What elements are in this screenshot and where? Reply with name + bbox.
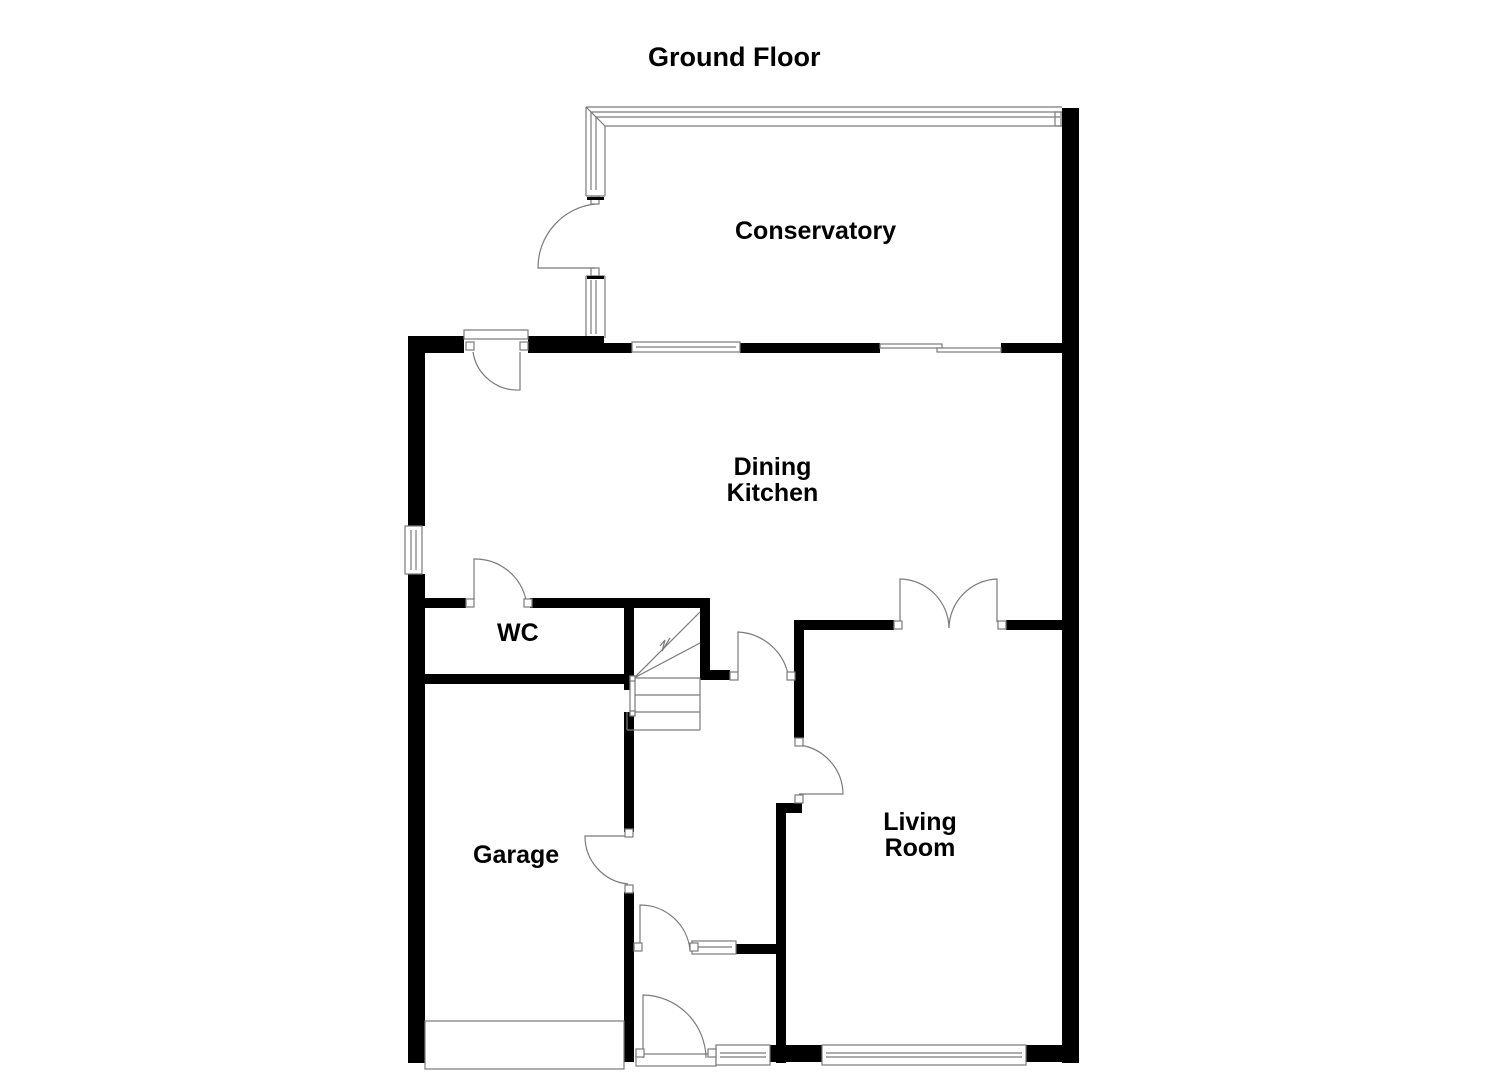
dining-kitchen-label-line1: Dining	[733, 453, 812, 481]
wc-label-text: WC	[497, 619, 539, 647]
conservatory-sill-upper	[587, 197, 604, 200]
conservatory-door	[537, 203, 596, 269]
doors	[465, 341, 1007, 1059]
floor-title: Ground Floor	[648, 42, 821, 72]
conservatory-frame	[585, 106, 1062, 338]
windows	[404, 329, 1027, 1070]
room-label-dining-kitchen: Dining Kitchen	[720, 454, 825, 506]
dining-kitchen-label-line2: Kitchen	[726, 479, 819, 507]
room-label-conservatory: Conservatory	[735, 218, 896, 244]
staircase	[626, 611, 701, 731]
living-room-label-line1: Living	[883, 808, 957, 836]
room-label-living-room: Living Room	[870, 809, 970, 861]
conservatory-sill-lower	[587, 276, 604, 279]
garage-label-text: Garage	[473, 841, 560, 869]
living-room-label-line2: Room	[884, 834, 956, 862]
walls	[408, 108, 1079, 1063]
conservatory-label-text: Conservatory	[735, 217, 897, 245]
room-label-wc: WC	[497, 620, 539, 646]
room-label-garage: Garage	[473, 842, 559, 868]
